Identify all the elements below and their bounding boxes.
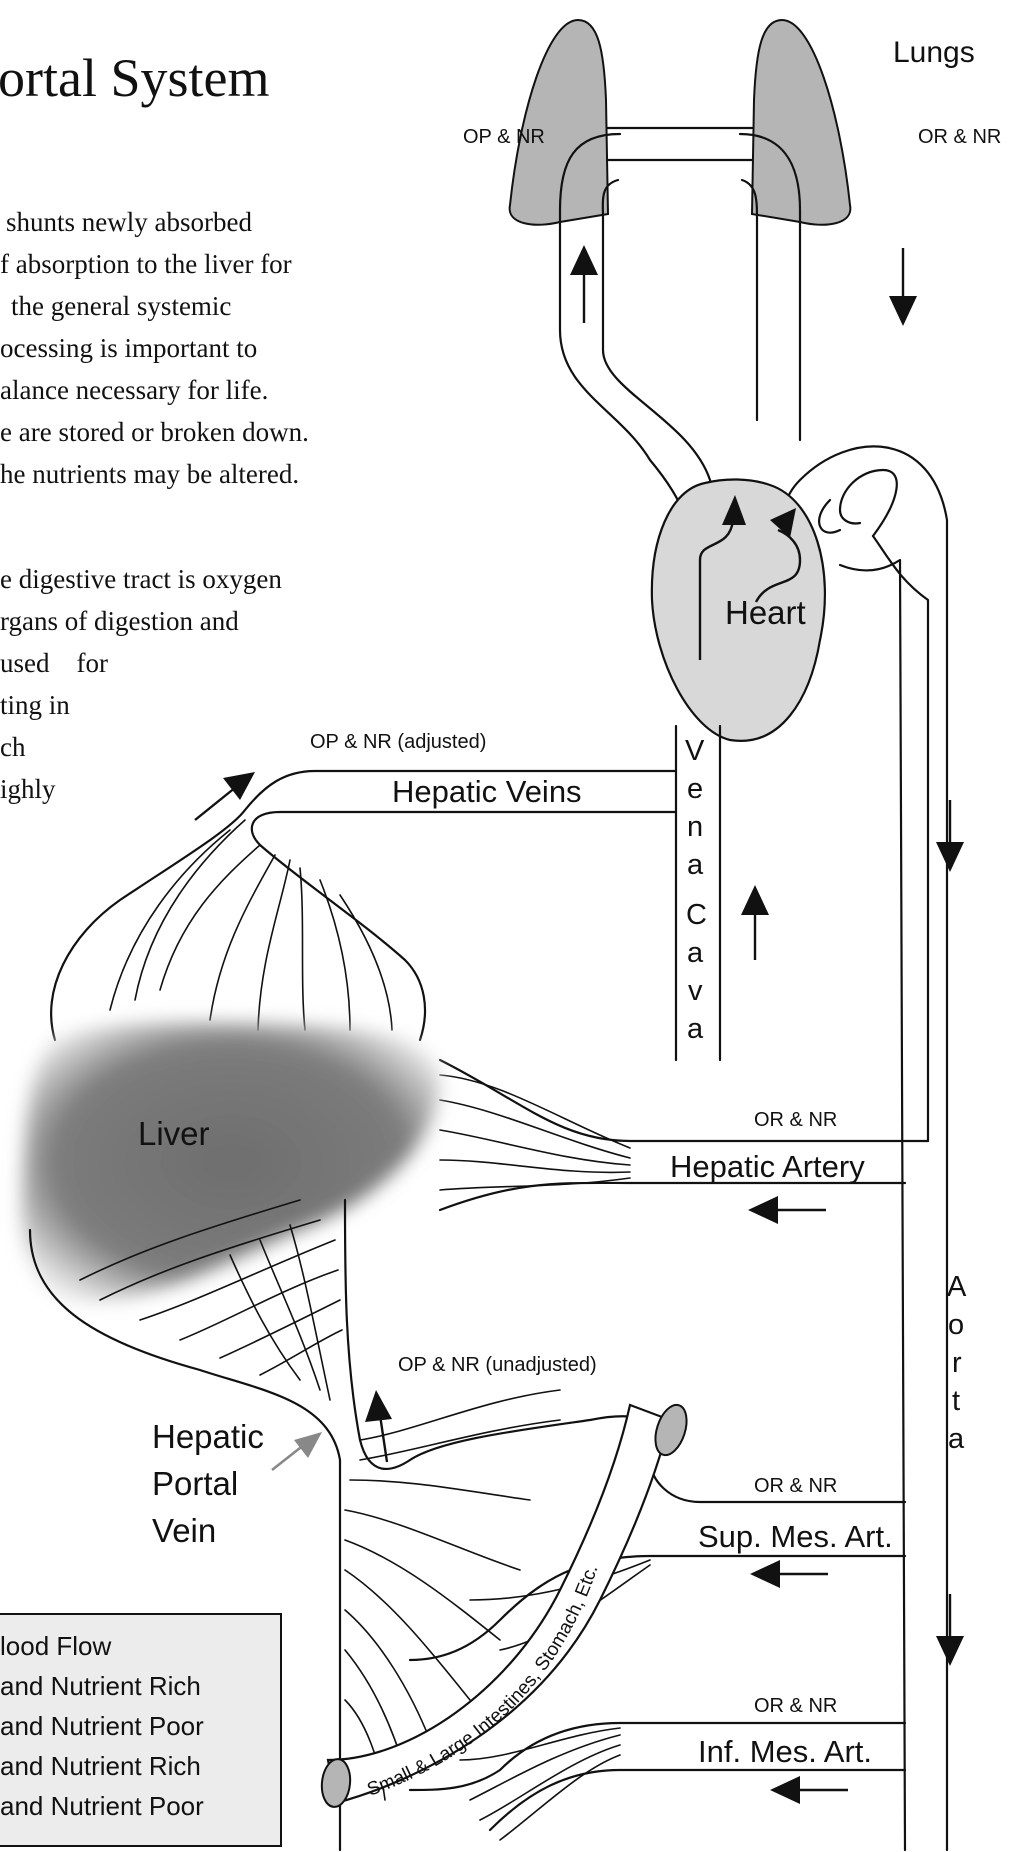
body-line: used for xyxy=(0,648,108,678)
flow-label-op-nr-left: OP & NR xyxy=(463,126,545,148)
svg-text:C: C xyxy=(686,899,707,931)
mesenteric-arteries xyxy=(410,1460,905,1840)
body-line: ch xyxy=(0,732,26,762)
heart-label: Heart xyxy=(725,594,806,631)
arrow-up-right-icon xyxy=(195,772,255,820)
legend: lood Flow and Nutrient Rich and Nutrient… xyxy=(0,1614,281,1846)
legend-entry: and Nutrient Rich xyxy=(0,1671,201,1701)
arrow-down-icon xyxy=(889,248,917,326)
flow-label-or-nr-inf: OR & NR xyxy=(754,1695,837,1717)
arrow-down-icon xyxy=(936,800,964,872)
svg-text:n: n xyxy=(687,811,703,843)
legend-entry: and Nutrient Rich xyxy=(0,1751,201,1781)
flow-label-op-nr-adjusted: OP & NR (adjusted) xyxy=(310,731,486,753)
body-line: he nutrients may be altered. xyxy=(0,459,299,489)
vena-cava-label: V e n a C a v a xyxy=(685,735,707,1045)
page-title: ortal System xyxy=(0,48,269,108)
svg-text:A: A xyxy=(947,1271,967,1303)
body-line: ighly xyxy=(0,774,56,804)
arrow-up-icon xyxy=(741,885,769,960)
lung-right xyxy=(752,20,850,225)
body-line: ocessing is important to xyxy=(0,333,257,363)
svg-text:Portal: Portal xyxy=(152,1465,238,1502)
hepatic-veins-label: Hepatic Veins xyxy=(392,774,582,809)
arrow-up-icon xyxy=(570,245,598,323)
svg-text:Vein: Vein xyxy=(152,1512,216,1549)
arrow-left-icon xyxy=(750,1560,828,1588)
body-line: shunts newly absorbed xyxy=(6,207,252,237)
arrow-down-icon xyxy=(936,1594,964,1666)
legend-entry: and Nutrient Poor xyxy=(0,1711,204,1741)
flow-label-or-nr-hepatic: OR & NR xyxy=(754,1109,837,1131)
svg-text:r: r xyxy=(952,1347,962,1379)
svg-text:a: a xyxy=(687,849,704,881)
liver-label: Liver xyxy=(138,1115,210,1152)
body-line: the general systemic xyxy=(11,291,231,321)
body-line: e digestive tract is oxygen xyxy=(0,564,282,594)
sup-mes-art-label: Sup. Mes. Art. xyxy=(698,1519,893,1554)
lungs-label: Lungs xyxy=(893,36,975,69)
intestine xyxy=(320,1401,693,1808)
pointer-arrow-icon xyxy=(272,1432,322,1470)
lung-left xyxy=(510,20,608,225)
body-line: alance necessary for life. xyxy=(0,375,268,405)
svg-text:v: v xyxy=(688,975,703,1007)
hepatic-artery-label: Hepatic Artery xyxy=(670,1149,865,1184)
svg-text:e: e xyxy=(687,773,703,805)
svg-text:a: a xyxy=(948,1423,965,1455)
inf-mes-art-label: Inf. Mes. Art. xyxy=(698,1734,872,1769)
legend-entry: and Nutrient Poor xyxy=(0,1791,204,1821)
body-paragraph-2: e digestive tract is oxygen rgans of dig… xyxy=(0,564,282,804)
arrow-up-icon xyxy=(365,1390,392,1462)
svg-text:t: t xyxy=(952,1385,960,1417)
flow-label-or-nr-right: OR & NR xyxy=(918,126,1001,148)
body-line: ting in xyxy=(0,690,70,720)
body-line: e are stored or broken down. xyxy=(0,417,309,447)
hepatic-portal-vein-label: Hepatic Portal Vein xyxy=(152,1418,264,1549)
aorta-label: A o r t a xyxy=(947,1271,967,1455)
svg-text:Hepatic: Hepatic xyxy=(152,1418,264,1455)
svg-text:a: a xyxy=(687,937,704,969)
svg-text:o: o xyxy=(948,1309,964,1341)
arrow-left-icon xyxy=(748,1196,826,1224)
legend-title: lood Flow xyxy=(0,1631,111,1661)
arrow-left-icon xyxy=(770,1776,848,1804)
liver xyxy=(22,1022,440,1302)
body-line: rgans of digestion and xyxy=(0,606,239,636)
svg-text:a: a xyxy=(687,1013,704,1045)
hepatic-artery xyxy=(440,1060,928,1210)
body-line: f absorption to the liver for xyxy=(0,249,292,279)
flow-label-op-nr-unadjusted: OP & NR (unadjusted) xyxy=(398,1354,597,1376)
body-paragraph-1: shunts newly absorbed f absorption to th… xyxy=(0,207,309,489)
svg-text:V: V xyxy=(685,735,705,767)
flow-label-or-nr-sup: OR & NR xyxy=(754,1475,837,1497)
hepatic-veins xyxy=(51,771,676,1040)
